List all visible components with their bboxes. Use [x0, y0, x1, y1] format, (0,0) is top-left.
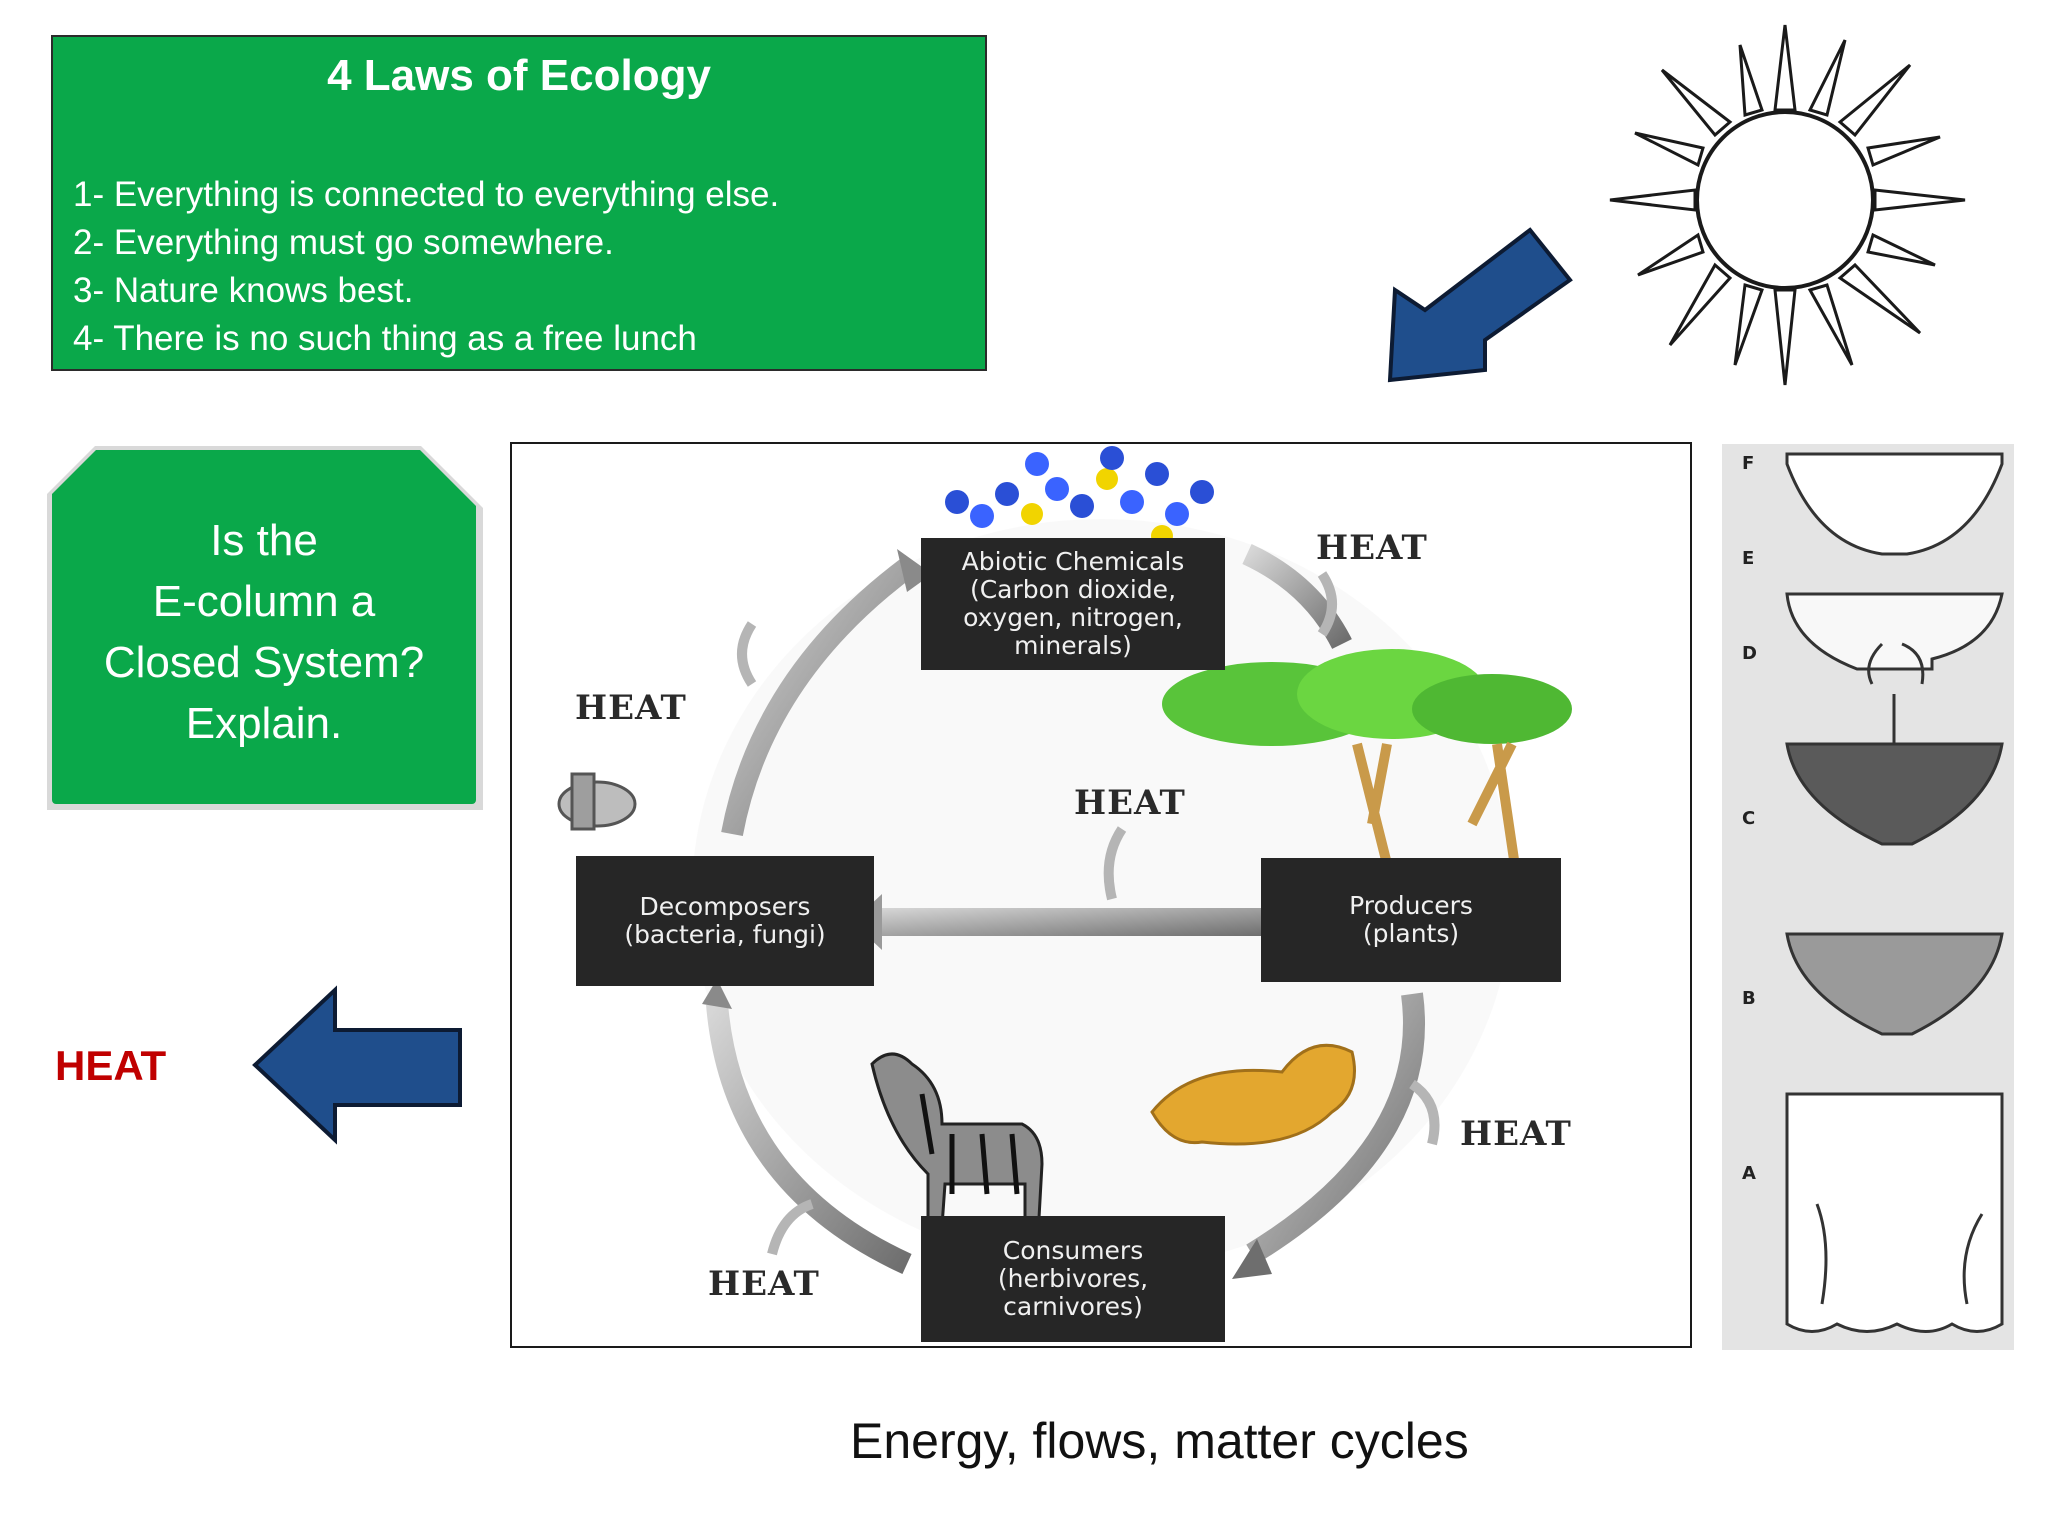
sun-icon [1609, 24, 1966, 386]
question-line: Is the [210, 516, 318, 565]
heat-label-left: HEAT [55, 1042, 167, 1089]
node-line: (herbivores, [997, 1264, 1149, 1293]
law-item: 2- Everything must go somewhere. [73, 223, 614, 262]
node-line: (bacteria, fungi) [624, 920, 826, 949]
node-line: Consumers [1002, 1236, 1144, 1265]
question-box: Is the E-column a Closed System? Explain… [52, 450, 476, 804]
column-letter: F [1742, 453, 1754, 474]
column-letter: A [1742, 1163, 1756, 1184]
heat-label: HEAT [1316, 528, 1428, 568]
node-line: (plants) [1362, 919, 1460, 948]
consumers-node: Consumers (herbivores, carnivores) [921, 1216, 1225, 1342]
molecule-cluster-icon [945, 446, 1214, 547]
zebra-icon [870, 1052, 1044, 1256]
column-letter: C [1742, 808, 1755, 829]
column-letter: B [1742, 988, 1756, 1009]
decomposers-node: Decomposers (bacteria, fungi) [576, 856, 874, 986]
law-item: 4- There is no such thing as a free lunc… [73, 319, 697, 358]
slide-caption: Energy, flows, matter cycles [850, 1413, 1469, 1469]
e-column-drawing: F E D C B A [1742, 452, 2004, 1333]
node-line: (Carbon dioxide, [969, 575, 1177, 604]
sunlight-arrow-icon [1387, 227, 1573, 383]
tree-icon [1162, 649, 1572, 915]
question-line: E-column a [152, 577, 376, 626]
e-column-illustration: F E D C B A [1722, 444, 2014, 1350]
column-letter: E [1742, 548, 1754, 569]
question-line: Explain. [185, 699, 343, 748]
node-line: Abiotic Chemicals [961, 547, 1185, 576]
ecosystem-cycle-diagram: Abiotic Chemicals (Carbon dioxide, oxyge… [510, 442, 1692, 1348]
lion-icon [1150, 1043, 1356, 1146]
laws-list: 1- Everything is connected to everything… [73, 171, 779, 363]
heat-label: HEAT [1074, 783, 1186, 823]
heat-out-arrow-icon [252, 985, 462, 1145]
node-line: minerals) [1014, 631, 1132, 660]
law-item: 1- Everything is connected to everything… [73, 175, 780, 214]
producers-node: Producers (plants) [1261, 858, 1561, 982]
laws-of-ecology-box: 4 Laws of Ecology 1- Everything is conne… [51, 35, 987, 371]
heat-label: HEAT [708, 1264, 820, 1304]
node-line: carnivores) [1003, 1292, 1143, 1321]
cycle-arrows [557, 446, 1572, 1279]
column-letter: D [1742, 643, 1757, 664]
bone-icon [557, 772, 637, 831]
node-line: Producers [1349, 891, 1473, 920]
abiotic-chemicals-node: Abiotic Chemicals (Carbon dioxide, oxyge… [921, 538, 1225, 670]
question-text: Is the E-column a Closed System? Explain… [52, 510, 476, 754]
question-line: Closed System? [103, 638, 425, 687]
heat-label: HEAT [1460, 1114, 1572, 1154]
node-line: Decomposers [639, 892, 811, 921]
heat-label: HEAT [575, 688, 687, 728]
laws-title: 4 Laws of Ecology [327, 51, 711, 100]
node-line: oxygen, nitrogen, [963, 603, 1183, 632]
law-item: 3- Nature knows best. [73, 271, 414, 310]
